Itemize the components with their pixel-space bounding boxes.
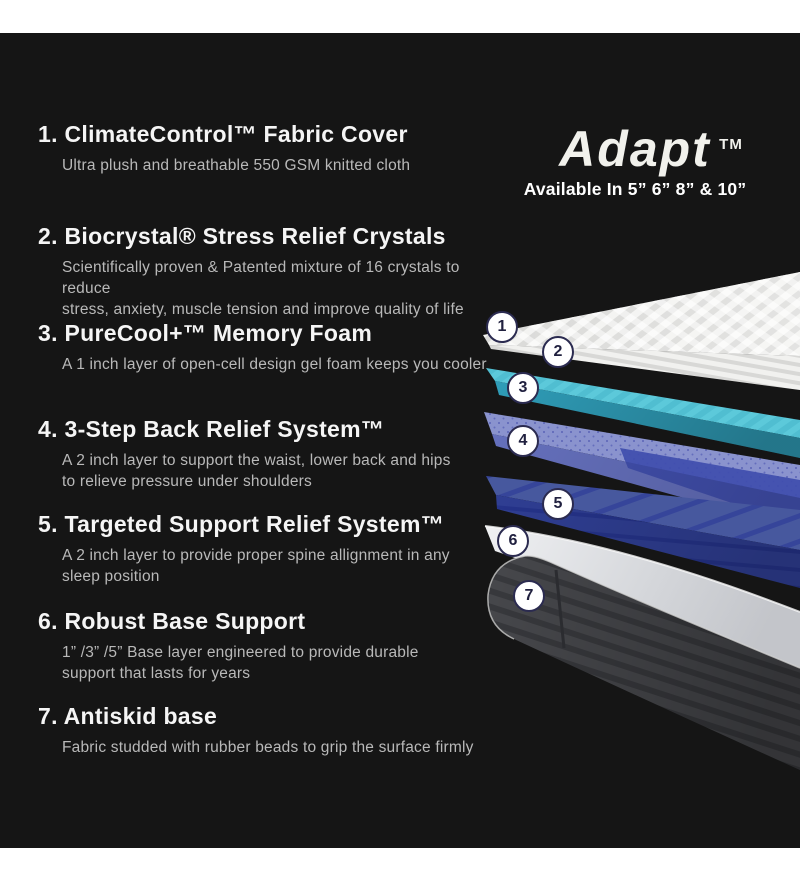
feature-number: 1. bbox=[38, 121, 58, 147]
feature-title-text: Biocrystal® Stress Relief Crystals bbox=[64, 223, 446, 249]
feature-title: 6. Robust Base Support bbox=[38, 608, 508, 634]
feature-item-robust-base: 6. Robust Base Support 1” /3” /5” Base l… bbox=[38, 608, 508, 684]
feature-title: 7. Antiskid base bbox=[38, 703, 508, 729]
feature-item-fabric-cover: 1. ClimateControl™ Fabric Cover Ultra pl… bbox=[38, 121, 508, 176]
feature-title: 5. Targeted Support Relief System™ bbox=[38, 511, 508, 537]
layer-gel-memory-foam-graphic bbox=[486, 368, 800, 458]
brand-block: Adapt TM Available In 5” 6” 8” & 10” bbox=[510, 123, 760, 200]
layer-antiskid-base-graphic bbox=[487, 555, 800, 770]
feature-title-text: ClimateControl™ Fabric Cover bbox=[64, 121, 408, 147]
mattress-exploded-illustration bbox=[483, 272, 800, 770]
layer-fabric-cover-graphic bbox=[483, 272, 800, 390]
callout-stress-relief-crystals: 2 bbox=[542, 336, 574, 368]
feature-title-text: 3-Step Back Relief System™ bbox=[64, 416, 385, 442]
feature-number: 2. bbox=[38, 223, 58, 249]
feature-description: A 1 inch layer of open-cell design gel f… bbox=[62, 356, 487, 373]
brand-name: Adapt TM bbox=[559, 121, 742, 177]
availability-text: Available In 5” 6” 8” & 10” bbox=[523, 179, 747, 199]
feature-number: 5. bbox=[38, 511, 58, 537]
feature-item-antiskid-base: 7. Antiskid base Fabric studded with rub… bbox=[38, 703, 508, 758]
feature-title-text: PureCool+™ Memory Foam bbox=[64, 320, 373, 346]
feature-description: Fabric studded with rubber beads to grip… bbox=[62, 739, 474, 756]
feature-number: 7. bbox=[38, 703, 58, 729]
feature-title: 4. 3-Step Back Relief System™ bbox=[38, 416, 508, 442]
callout-back-relief-foam: 4 bbox=[507, 425, 539, 457]
callout-gel-memory-foam: 3 bbox=[507, 372, 539, 404]
feature-description: Ultra plush and breathable 550 GSM knitt… bbox=[62, 157, 411, 174]
feature-description: Scientifically proven & Patented mixture… bbox=[62, 259, 464, 318]
feature-title: 1. ClimateControl™ Fabric Cover bbox=[38, 121, 508, 147]
feature-title-text: Antiskid base bbox=[63, 703, 218, 729]
feature-title-text: Robust Base Support bbox=[64, 608, 306, 634]
feature-item-memory-foam: 3. PureCool+™ Memory Foam A 1 inch layer… bbox=[38, 320, 508, 375]
feature-description: 1” /3” /5” Base layer engineered to prov… bbox=[62, 644, 419, 682]
feature-title: 2. Biocrystal® Stress Relief Crystals bbox=[38, 223, 508, 249]
feature-number: 6. bbox=[38, 608, 58, 634]
callout-robust-base: 6 bbox=[497, 525, 529, 557]
brand-name-text: Adapt bbox=[559, 121, 711, 177]
feature-item-back-relief-system: 4. 3-Step Back Relief System™ A 2 inch l… bbox=[38, 416, 508, 492]
feature-number: 4. bbox=[38, 416, 58, 442]
feature-title-text: Targeted Support Relief System™ bbox=[64, 511, 445, 537]
trademark-superscript: TM bbox=[719, 136, 743, 153]
callout-targeted-support-foam: 5 bbox=[542, 488, 574, 520]
feature-item-targeted-support: 5. Targeted Support Relief System™ A 2 i… bbox=[38, 511, 508, 587]
feature-number: 3. bbox=[38, 320, 58, 346]
feature-title: 3. PureCool+™ Memory Foam bbox=[38, 320, 508, 346]
feature-description: A 2 inch layer to provide proper spine a… bbox=[62, 547, 450, 585]
feature-item-stress-relief-crystals: 2. Biocrystal® Stress Relief Crystals Sc… bbox=[38, 223, 508, 320]
callout-antiskid-base: 7 bbox=[513, 580, 545, 612]
infographic-panel: 1. ClimateControl™ Fabric Cover Ultra pl… bbox=[0, 33, 800, 848]
callout-fabric-cover: 1 bbox=[486, 311, 518, 343]
feature-description: A 2 inch layer to support the waist, low… bbox=[62, 452, 451, 490]
